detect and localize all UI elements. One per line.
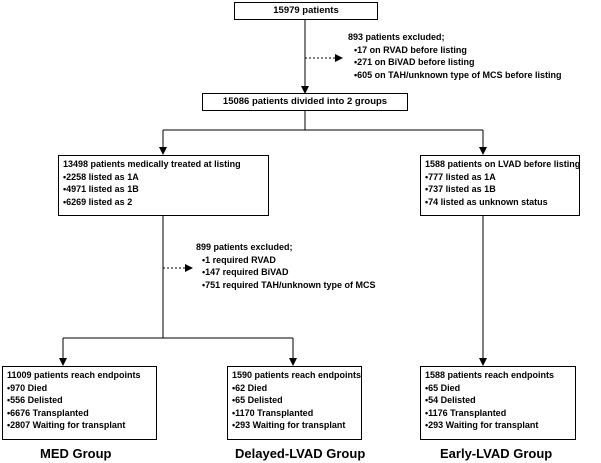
delayed-endpoints-title: 1590 patients reach endpoints	[232, 370, 362, 380]
divided-groups-text: 15086 patients divided into 2 groups	[222, 96, 388, 107]
exclusion-2-title: 899 patients excluded;	[196, 242, 293, 252]
exclusion-2-item: •751 required TAH/unknown type of MCS	[202, 279, 376, 290]
delayed-endpoints-item: •65 Delisted	[232, 395, 283, 406]
medical-item: •6269 listed as 2	[63, 196, 133, 207]
total-patients-box: 15979 patients	[234, 2, 378, 20]
medical-item: •2258 listed as 1A	[63, 171, 139, 182]
total-patients-text: 15979 patients	[273, 5, 339, 16]
medical-item: •4971 listed as 1B	[63, 184, 139, 195]
med-endpoints-item: •556 Delisted	[7, 395, 63, 406]
lvad-title: 1588 patients on LVAD before listing	[425, 159, 581, 169]
exclusion-note-2: 899 patients excluded; •1 required RVAD …	[196, 241, 376, 291]
exclusion-1-item: •605 on TAH/unknown type of MCS before l…	[354, 69, 562, 80]
lvad-item: •74 listed as unknown status	[425, 196, 548, 207]
med-endpoints-item: •970 Died	[7, 382, 48, 393]
early-endpoints-item: •65 Died	[425, 382, 461, 393]
early-endpoints-box: 1588 patients reach endpoints •65 Died •…	[420, 366, 576, 440]
med-endpoints-box: 11009 patients reach endpoints •970 Died…	[2, 366, 157, 440]
lvad-item: •737 listed as 1B	[425, 184, 496, 195]
med-endpoints-title: 11009 patients reach endpoints	[7, 370, 141, 380]
delayed-endpoints-item: •1170 Transplanted	[232, 407, 314, 418]
exclusion-1-item: •271 on BiVAD before listing	[354, 57, 475, 68]
exclusion-1-title: 893 patients excluded;	[348, 32, 445, 42]
lvad-item: •777 listed as 1A	[425, 171, 496, 182]
medical-title: 13498 patients medically treated at list…	[63, 159, 241, 169]
early-lvad-group-label: Early-LVAD Group	[440, 446, 553, 461]
med-group-label: MED Group	[40, 446, 112, 461]
medical-treatment-box: 13498 patients medically treated at list…	[58, 155, 269, 216]
early-endpoints-title: 1588 patients reach endpoints	[425, 370, 555, 380]
lvad-before-listing-box: 1588 patients on LVAD before listing •77…	[420, 155, 580, 216]
early-endpoints-item: •54 Delisted	[425, 395, 476, 406]
delayed-endpoints-item: •293 Waiting for transplant	[232, 420, 346, 431]
med-endpoints-item: •6676 Transplanted	[7, 407, 89, 418]
exclusion-2-item: •147 required BiVAD	[202, 267, 289, 278]
delayed-endpoints-box: 1590 patients reach endpoints •62 Died •…	[227, 366, 362, 440]
early-endpoints-item: •293 Waiting for transplant	[425, 420, 539, 431]
delayed-lvad-group-label: Delayed-LVAD Group	[235, 446, 366, 461]
exclusion-2-item: •1 required RVAD	[202, 254, 276, 265]
delayed-endpoints-item: •62 Died	[232, 382, 268, 393]
med-endpoints-item: •2807 Waiting for transplant	[7, 420, 126, 431]
early-endpoints-item: •1176 Transplanted	[425, 407, 507, 418]
exclusion-1-item: •17 on RVAD before listing	[354, 44, 467, 55]
divided-groups-box: 15086 patients divided into 2 groups	[202, 93, 408, 111]
exclusion-note-1: 893 patients excluded; •17 on RVAD befor…	[348, 31, 562, 81]
